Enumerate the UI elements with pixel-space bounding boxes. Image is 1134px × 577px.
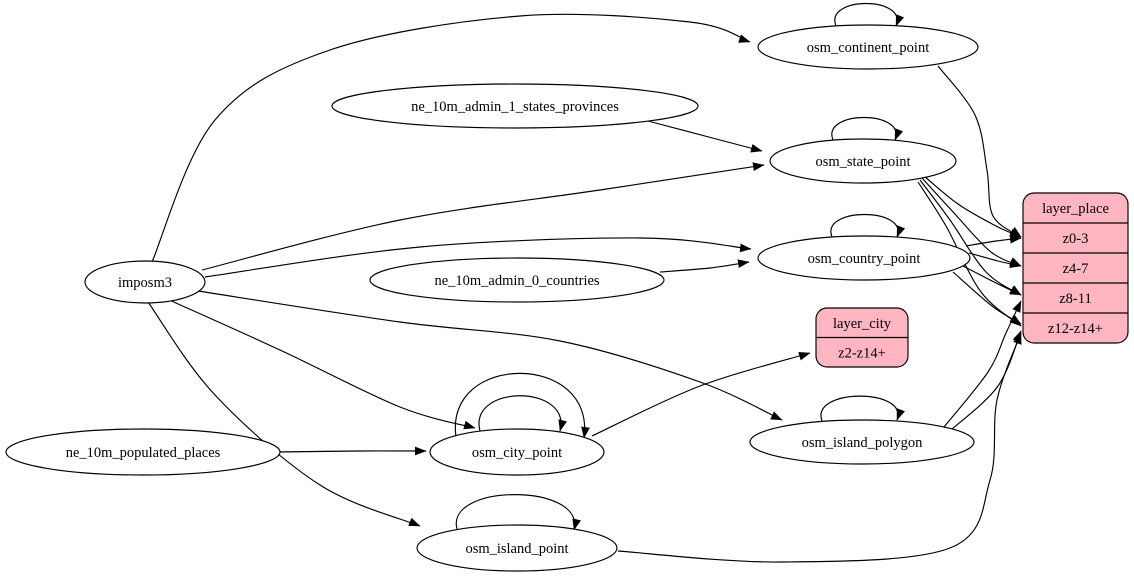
edge-ne_10m_populated_places-to-osm_city_point [276,446,427,456]
edge-imposm3-to-osm_island_point [147,301,421,527]
node-osm_continent_point: osm_continent_point [757,24,979,70]
edge-osm_city_point-to-layer_city-z2-z14+ [591,351,811,437]
edge-osm_state_point-to-layer_place-z4-7 [921,177,1022,267]
osm_country_point-label: osm_country_point [808,251,921,267]
node-osm_city_point: osm_city_point [429,428,605,476]
edge-ne_10m_admin_1_states_provinces-to-osm_state_point [647,120,763,153]
layer_place-row-1-label: z0-3 [1063,231,1089,247]
edge-imposm3-to-osm_island_polygon [197,290,783,421]
edge-osm_country_point-to-layer_place-z4-7 [968,252,1022,268]
edge-osm_state_point-to-layer_place-z8-11 [919,179,1022,296]
osm_state_point-label: osm_state_point [815,154,910,170]
layer_place-row-3-label: z8-11 [1059,291,1091,307]
layer_place-row-2-label: z4-7 [1063,261,1089,277]
osm_continent_point-ellipse [757,24,979,70]
ne_10m_admin_1_states_provinces-label: ne_10m_admin_1_states_provinces [411,99,619,115]
edge-imposm3-to-osm_state_point [201,162,765,271]
node-osm_country_point: osm_country_point [757,235,971,281]
osm_city_point-ellipse [429,428,605,476]
ne_10m_populated_places-label: ne_10m_populated_places [66,445,221,461]
osm_state_point-ellipse [769,138,957,184]
edge-imposm3-to-osm_continent_point [151,13,751,263]
imposm3-ellipse [84,260,206,304]
osm_island_polygon-label: osm_island_polygon [802,435,924,451]
edge-osm_country_point-to-layer_place-z12-z14+ [952,271,1022,325]
edge-osm_state_point-to-osm_state_point-selfloop [831,117,904,141]
osm_island_polygon-ellipse [749,419,975,465]
layer_city-row-1-label: z2-z14+ [838,345,886,361]
edge-imposm3-to-osm_city_point [166,298,476,430]
edge-osm_country_point-to-osm_country_point-selfloop [830,214,906,238]
nodes-layer: imposm3 ne_10m_admin_1_states_provincesne… [5,24,1129,572]
edge-osm_country_point-to-layer_place-z8-11 [962,265,1022,296]
edge-osm_island_polygon-to-layer_place-z12-z14+ [950,330,1022,431]
node-osm_island_point: osm_island_point [416,524,618,572]
edge-imposm3-to-osm_country_point [204,237,752,278]
imposm3-label: imposm3 [118,275,172,291]
osm_continent_point-label: osm_continent_point [807,40,929,56]
layer_place-row-4-label: z12-z14+ [1048,321,1103,337]
edge-osm_continent_point-to-osm_continent_point-selfloop [834,3,905,27]
osm_city_point-label: osm_city_point [472,445,562,461]
osm_country_point-ellipse [757,235,971,281]
edge-osm_state_point-to-layer_place-z0-3 [923,175,1022,238]
edge-ne_10m_admin_0_countries-to-osm_country_point [659,259,750,273]
layer_place-row-0-label: layer_place [1042,201,1109,217]
node-ne_10m_admin_0_countries: ne_10m_admin_0_countries [369,257,665,303]
node-imposm3: imposm3 [84,260,206,304]
node-layer_place: layer_place z0-3 z4-7 z8-11 z12-z14+ [1022,192,1129,344]
edge-osm_city_point-to-osm_city_point-selfloop [478,395,567,432]
ne_10m_admin_0_countries-label: ne_10m_admin_0_countries [434,273,599,289]
ne_10m_populated_places-ellipse [5,428,281,476]
node-ne_10m_populated_places: ne_10m_populated_places [5,428,281,476]
edge-osm_city_point-to-osm_city_point-selfloop [454,372,590,439]
node-osm_state_point: osm_state_point [769,138,957,184]
edge-osm_island_polygon-to-osm_island_polygon-selfloop [820,395,905,422]
layer_city-row-0-label: layer_city [833,316,892,332]
edge-osm_island_point-to-osm_island_point-selfloop [455,494,581,531]
edge-osm_continent_point-to-layer_place-z0-3 [937,65,1022,238]
osm_island_point-ellipse [416,524,618,572]
edge-osm_island_point-to-layer_place-z12-z14+ [617,332,1022,563]
edge-osm_island_polygon-to-layer_place-z8-11 [943,300,1022,428]
layer_place-record [1022,192,1129,344]
ne_10m_admin_0_countries-ellipse [369,257,665,303]
node-layer_city: layer_city z2-z14+ [815,307,909,368]
osm_island_point-label: osm_island_point [465,541,568,557]
node-osm_island_polygon: osm_island_polygon [749,419,975,465]
node-ne_10m_admin_1_states_provinces: ne_10m_admin_1_states_provinces [331,83,699,129]
ne_10m_admin_1_states_provinces-ellipse [331,83,699,129]
edge-osm_country_point-to-layer_place-z0-3 [965,234,1022,247]
